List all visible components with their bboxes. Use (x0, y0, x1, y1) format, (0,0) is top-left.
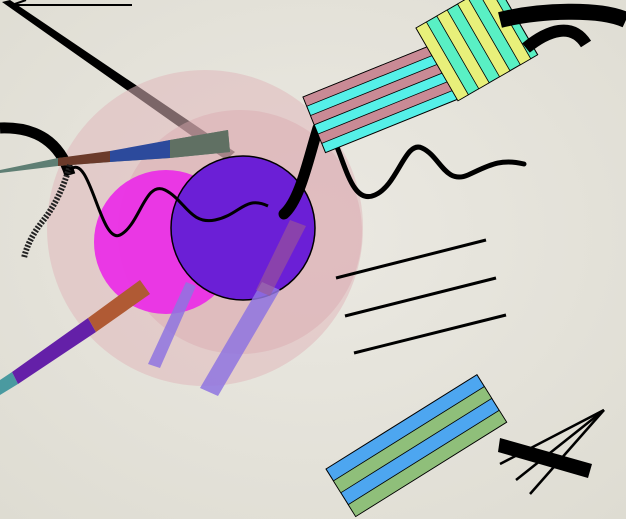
stripe-bar-upper-blue (110, 140, 170, 162)
wavy-line-left (68, 165, 269, 238)
parallel-line-1 (335, 238, 487, 280)
stripe-bar-upper-brown (58, 151, 110, 166)
black-hook-stroke (278, 122, 324, 220)
wavy-line-right (329, 132, 527, 200)
striped-rectangle-bottom (325, 373, 508, 518)
stripe-bar-upper-grey (170, 130, 230, 158)
black-arc-right (498, 3, 626, 28)
stripe-bar-lower-teal (0, 372, 18, 395)
lavender-bar-right (200, 282, 280, 396)
black-arc-right-tail (522, 24, 592, 53)
fanning-lines (499, 408, 605, 495)
black-arc-left (0, 122, 76, 177)
stripe-bar-lower-rust (88, 280, 150, 332)
lavender-bar-left (148, 282, 196, 368)
parallel-line-2 (344, 276, 497, 318)
parallel-line-3 (353, 313, 507, 355)
mauve-bar-center (256, 220, 306, 296)
striped-rectangle-yellow (415, 0, 539, 102)
textured-squiggle (21, 164, 73, 259)
stripe-bar-lower-violet (12, 318, 96, 384)
